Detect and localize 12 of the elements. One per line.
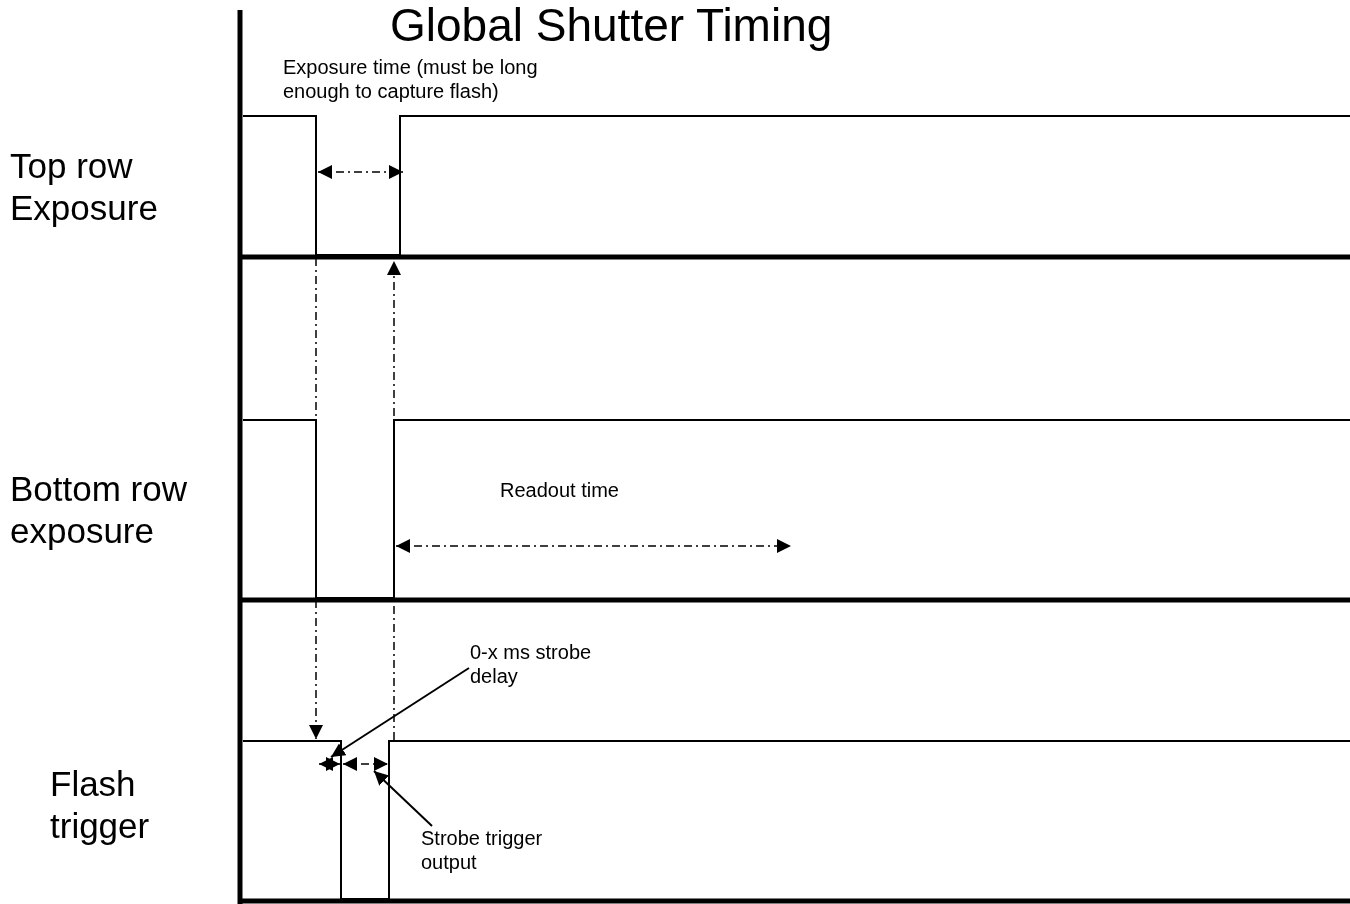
leader-line xyxy=(330,667,470,758)
row-label: Bottom row exposure xyxy=(10,468,188,552)
dimension-label: Exposure time (must be long enough to capture flash) xyxy=(283,55,539,103)
leader-line xyxy=(373,770,433,827)
dimension-arrow xyxy=(342,757,389,771)
row-label: Flash trigger xyxy=(50,763,151,847)
annotation-text: 0-x ms strobe delay xyxy=(470,640,635,688)
annotation-text: Strobe trigger output xyxy=(421,826,591,874)
diagram-title: Global Shutter Timing xyxy=(390,0,833,53)
dimension-label: Readout time xyxy=(500,478,620,502)
dimension-arrow xyxy=(318,757,341,771)
row-label: Top row Exposure xyxy=(10,145,159,229)
